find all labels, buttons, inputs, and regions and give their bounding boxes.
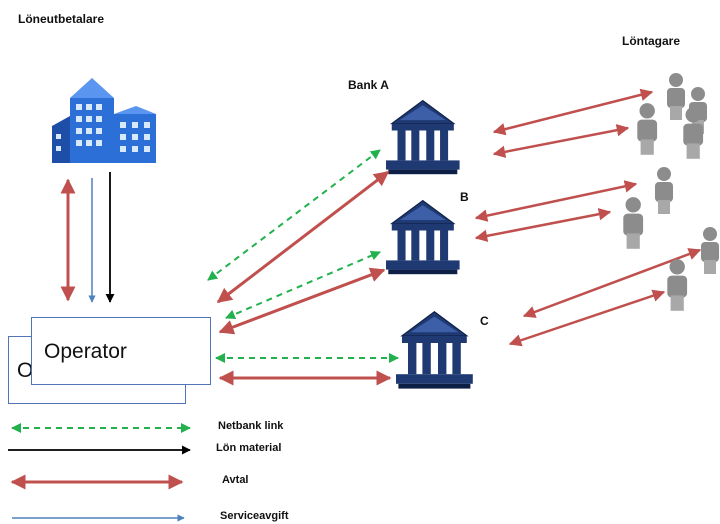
operator-box: Operator bbox=[31, 317, 211, 385]
person-icons-group-a bbox=[637, 73, 707, 159]
netbank-arrow-bank-a bbox=[207, 149, 381, 281]
legend-serviceavgift-label: Serviceavgift bbox=[220, 510, 289, 522]
payees-label: Löntagare bbox=[622, 34, 681, 48]
legend-avtal-label: Avtal bbox=[222, 474, 249, 486]
operator-shadow-label: O bbox=[17, 359, 34, 382]
bank-a-label: Bank A bbox=[348, 78, 389, 92]
avtal-arrow-bank-b bbox=[218, 267, 386, 335]
person-icons-group-b bbox=[623, 167, 673, 249]
avtal-arrow-b-2 bbox=[474, 208, 612, 242]
bank-b-icon bbox=[385, 200, 461, 275]
operator-label: Operator bbox=[44, 340, 127, 363]
avtal-arrow-b-1 bbox=[474, 180, 638, 222]
office-building-icon bbox=[52, 78, 156, 163]
person-icons-group-c bbox=[667, 227, 719, 311]
avtal-arrow-a-2 bbox=[492, 124, 630, 158]
legend-netbank-label: Netbank link bbox=[218, 420, 284, 432]
bank-a-icon bbox=[385, 100, 461, 175]
bank-b-label: B bbox=[460, 190, 469, 204]
legend-lon-material-label: Lön material bbox=[216, 442, 282, 454]
avtal-arrow-a-1 bbox=[492, 88, 654, 136]
bank-c-icon bbox=[395, 311, 474, 390]
netbank-arrow-bank-b bbox=[225, 250, 381, 320]
avtal-arrow-bank-a bbox=[216, 170, 390, 304]
payer-label: Löneutbetalare bbox=[18, 12, 105, 26]
avtal-arrow-c-2 bbox=[508, 289, 666, 347]
bank-c-label: C bbox=[480, 314, 489, 328]
